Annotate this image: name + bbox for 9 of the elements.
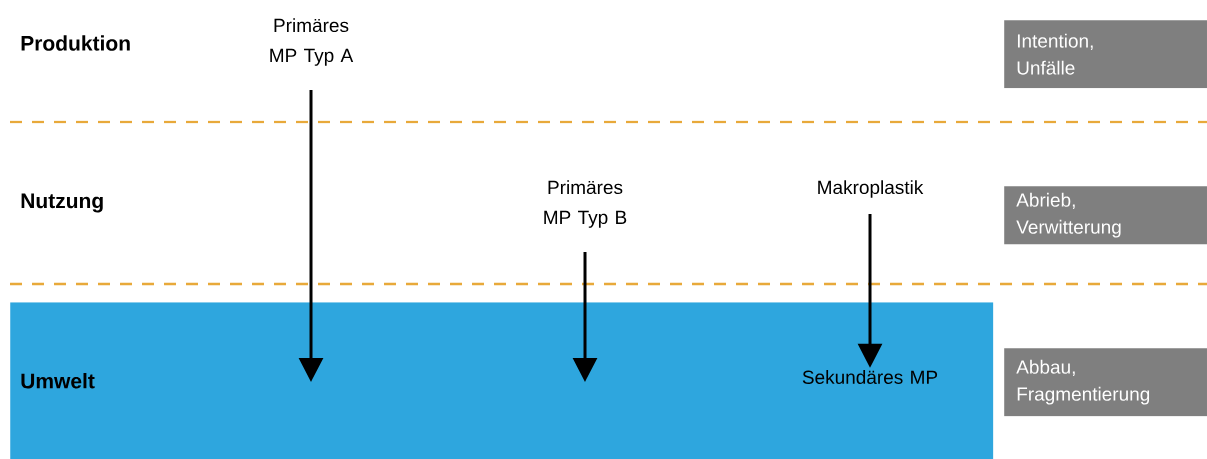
result-label: Sekundäres MP <box>802 370 938 384</box>
stage-label: Produktion <box>21 35 130 51</box>
process-note-box: Abrieb, Verwitterung <box>1004 186 1207 245</box>
process-note-box: Intention, Unfälle <box>1004 20 1207 89</box>
item-label: Primäres MP Typ A <box>270 18 354 66</box>
stage-label: Nutzung <box>21 193 103 213</box>
item-label: Primäres MP Typ B <box>544 180 627 228</box>
process-note-box: Abbau, Fragmentierung <box>1004 348 1207 417</box>
item-label: Makroplastik <box>818 180 924 198</box>
